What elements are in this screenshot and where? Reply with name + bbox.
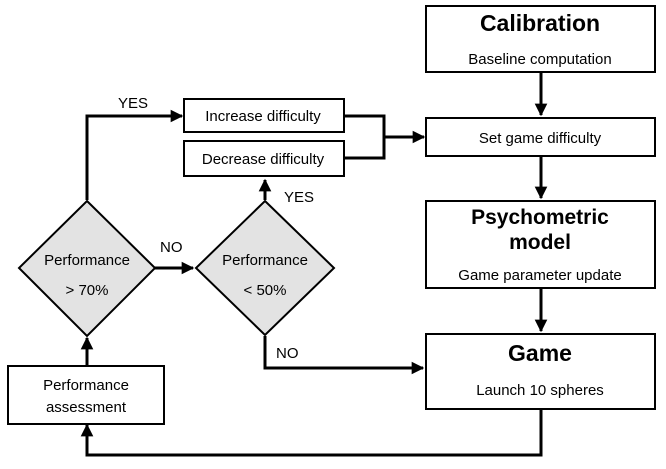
psychometric-subtitle: Game parameter update xyxy=(458,267,621,284)
edge-label-no-50: NO xyxy=(276,345,299,362)
decrease-difficulty-box: Decrease difficulty xyxy=(183,140,345,177)
decision-performance-50: Performance < 50% xyxy=(194,199,336,337)
decrease-difficulty-label: Decrease difficulty xyxy=(202,151,325,168)
increase-difficulty-label: Increase difficulty xyxy=(205,108,321,125)
game-title: Game xyxy=(508,340,572,366)
connector-game-to-assessment xyxy=(80,410,543,457)
edge-label-yes-70: YES xyxy=(118,95,148,112)
edge-label-yes-50: YES xyxy=(284,189,314,206)
game-subtitle: Launch 10 spheres xyxy=(476,382,604,399)
decision-50-line2: < 50% xyxy=(244,282,287,299)
assessment-line1: Performance xyxy=(43,377,129,394)
game-box: Game Launch 10 spheres xyxy=(425,333,656,410)
assessment-line2: assessment xyxy=(46,399,127,416)
connector-increase-merge xyxy=(345,114,386,160)
performance-assessment-box: Performance assessment xyxy=(7,365,165,425)
psychometric-title-line2: model xyxy=(509,231,571,254)
set-difficulty-label: Set game difficulty xyxy=(479,130,602,147)
decision-70-line2: > 70% xyxy=(66,282,109,299)
psychometric-model-box: Psychometric model Game parameter update xyxy=(425,200,656,289)
psychometric-title-line1: Psychometric xyxy=(471,206,609,229)
set-difficulty-box: Set game difficulty xyxy=(425,117,656,157)
connector-decision-70-yes xyxy=(85,109,184,200)
decision-50-line1: Performance xyxy=(222,252,308,269)
calibration-subtitle: Baseline computation xyxy=(468,51,611,68)
calibration-box: Calibration Baseline computation xyxy=(425,5,656,73)
connector-decision-50-no xyxy=(263,336,425,375)
calibration-title: Calibration xyxy=(480,10,600,36)
decision-performance-70: Performance > 70% xyxy=(17,199,157,338)
edge-label-no-70: NO xyxy=(160,239,183,256)
increase-difficulty-box: Increase difficulty xyxy=(183,98,345,133)
decision-70-line1: Performance xyxy=(44,252,130,269)
